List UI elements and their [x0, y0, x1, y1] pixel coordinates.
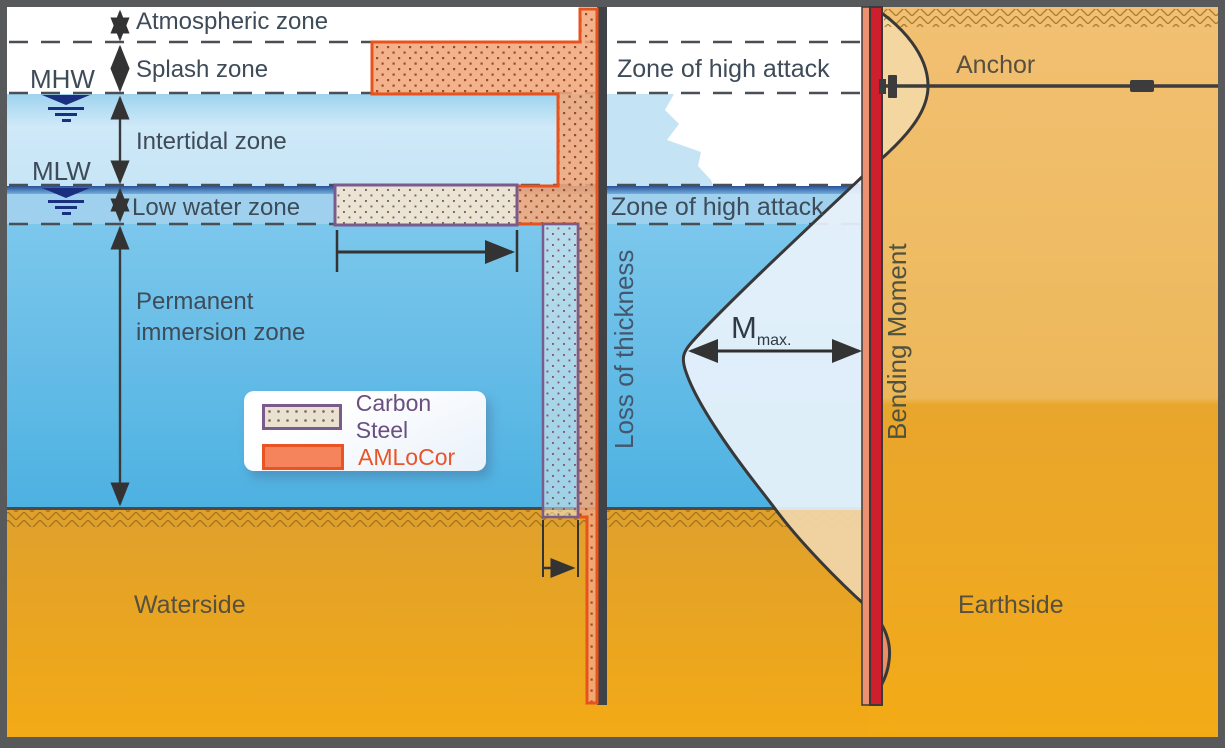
mudline-hatch: [7, 510, 868, 527]
amlocor-swatch-icon: [262, 444, 344, 470]
zone-of-high-attack-top: Zone of high attack: [617, 55, 830, 83]
zone-label-atmospheric: Atmospheric zone: [136, 8, 329, 35]
waterside-label: Waterside: [134, 591, 246, 619]
permanent-line2: immersion zone: [136, 319, 306, 346]
earthside-label: Earthside: [958, 591, 1064, 619]
lowwater-dimension: [335, 230, 519, 272]
legend-label-amlocor: AMLoCor: [358, 443, 456, 470]
mlw-water-level-icon: [42, 188, 90, 215]
anchored-wall-liner: [861, 6, 871, 706]
legend-row-amlocor: AMLoCor: [262, 440, 486, 474]
mhw-water-level-icon: [42, 95, 90, 122]
anchor-label: Anchor: [956, 51, 1036, 79]
zone-label-permanent-immersion: Permanent immersion zone: [136, 286, 305, 348]
toe-dimension: [542, 520, 579, 578]
earthside-earth: [868, 7, 1218, 737]
intertidal-splash-patch: [607, 94, 713, 186]
anchor-rod: [879, 75, 1218, 98]
zone-label-splash: Splash zone: [136, 56, 269, 83]
zone-label-low-water: Low water zone: [132, 194, 301, 221]
legend: Carbon Steel AMLoCor: [244, 390, 486, 474]
waterside-earth: [7, 508, 868, 737]
loss-of-thickness-axis: Loss of thickness: [609, 249, 639, 449]
moment-fill-earth: [776, 510, 866, 606]
mmax-symbol: M: [731, 310, 757, 345]
mhw-label: MHW: [30, 64, 95, 94]
bending-moment-axis: Bending Moment: [882, 243, 912, 441]
sheet-pile-wall: [597, 7, 607, 705]
intertidal-water: [7, 94, 598, 186]
carbon-box-lowwater-outline: [333, 183, 519, 227]
anchored-wall: [869, 6, 883, 706]
mlw-label: MLW: [32, 156, 91, 186]
permanent-line1: Permanent: [136, 288, 254, 315]
mmax-subscript: max.: [756, 332, 792, 349]
zone-label-intertidal: Intertidal zone: [136, 128, 287, 155]
ground-hatch-top: [884, 9, 1218, 27]
legend-label-carbon-steel: Carbon Steel: [355, 390, 432, 443]
legend-row-carbon-steel: Carbon Steel: [262, 390, 486, 443]
carbon-strip-immersion-outline: [541, 222, 580, 519]
mmax-label: Mmax.: [731, 310, 792, 350]
turnbuckle-icon: [1130, 80, 1154, 92]
zone-of-high-attack-bottom: Zone of high attack: [611, 193, 824, 221]
carbon-steel-swatch-icon: [262, 404, 342, 430]
